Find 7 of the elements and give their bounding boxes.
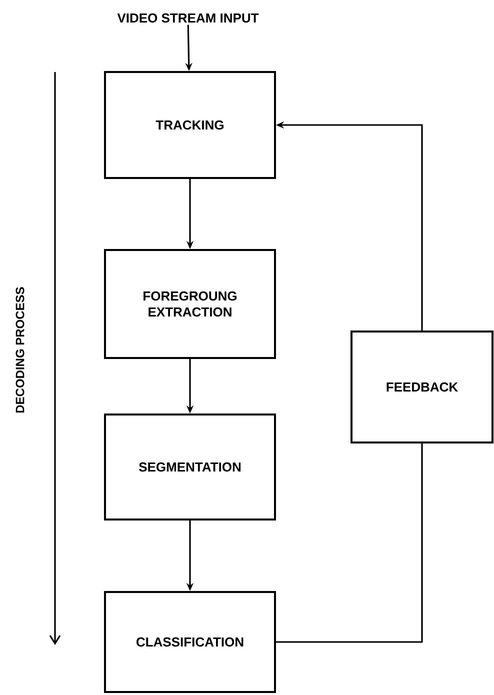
process-box: TRACKING	[104, 71, 276, 179]
process-box: CLASSIFICATION	[104, 591, 276, 693]
process-box: FEEDBACK	[350, 330, 494, 444]
process-box: SEGMENTATION	[104, 414, 276, 520]
process-box: FOREGROUNG EXTRACTION	[104, 249, 276, 359]
input-label: VIDEO STREAM INPUT	[117, 13, 259, 23]
side-label: DECODING PROCESS	[16, 287, 24, 413]
